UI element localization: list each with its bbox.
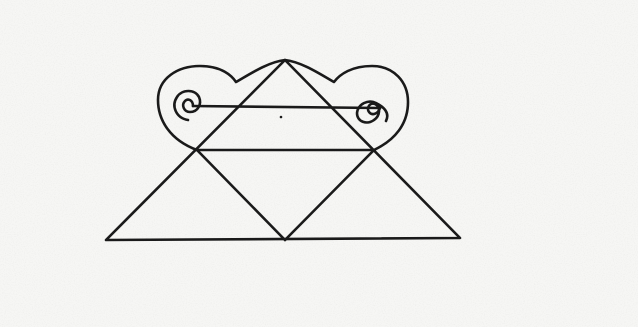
center-dot [280,116,283,119]
